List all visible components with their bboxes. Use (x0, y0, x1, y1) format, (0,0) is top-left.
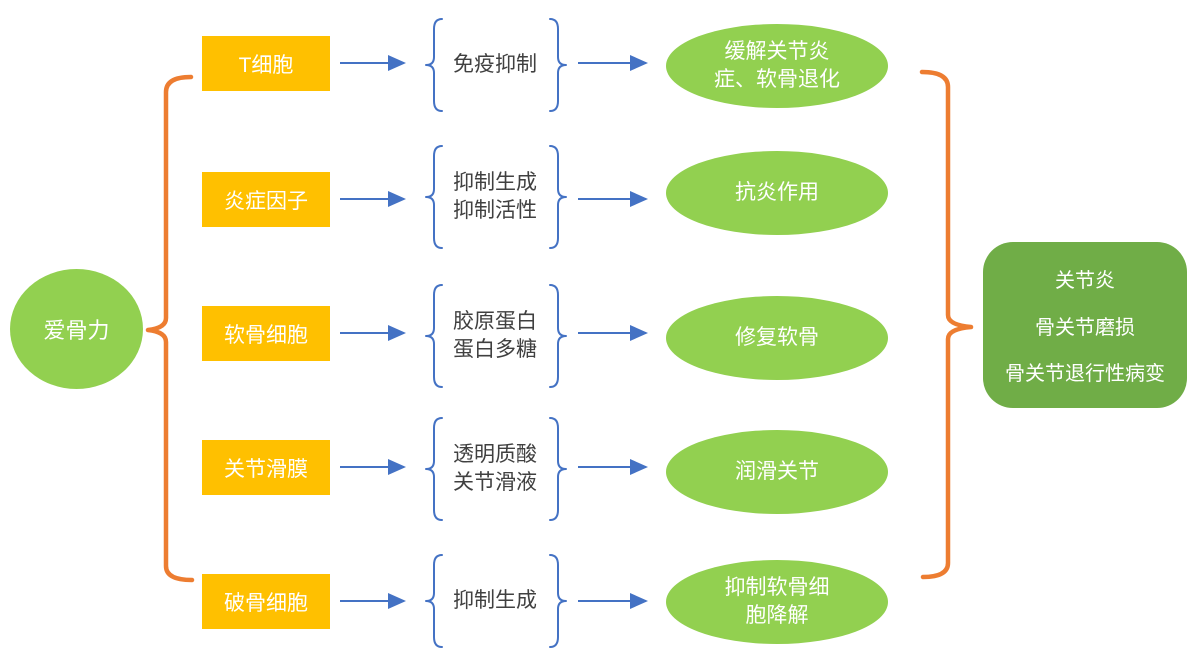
connector (425, 284, 443, 388)
result-line: 关节炎 (1055, 269, 1115, 292)
mechanism-line: 抑制生成 (453, 171, 537, 194)
effect-line: 缓解关节炎 (724, 40, 830, 63)
mechanism-line: 抑制活性 (453, 199, 537, 222)
connector (549, 417, 567, 521)
result-box: 关节炎 骨关节磨损 骨关节退行性病变 (983, 242, 1187, 408)
connector (549, 145, 567, 249)
mechanism-line: 蛋白多糖 (453, 338, 537, 361)
mechanism-line: 透明质酸 (453, 443, 537, 466)
result-line: 骨关节磨损 (1035, 316, 1135, 339)
root-node-circle: 爱骨力 (10, 269, 143, 389)
mechanism-line: 关节滑液 (453, 471, 537, 494)
mechanism-text: 抑制生成 抑制活性 (434, 169, 556, 225)
source-box: 关节滑膜 (202, 440, 330, 495)
connector (549, 554, 567, 648)
source-box: T细胞 (202, 36, 330, 91)
effect-ellipse: 缓解关节炎 症、软骨退化 (666, 24, 888, 108)
connector (549, 18, 567, 112)
connector (425, 417, 443, 521)
effect-ellipse: 抑制软骨细 胞降解 (666, 560, 888, 644)
effect-ellipse: 修复软骨 (666, 296, 888, 380)
mechanism-text: 免疫抑制 (434, 51, 556, 79)
effect-ellipse: 润滑关节 (666, 430, 888, 514)
effect-line: 润滑关节 (735, 460, 819, 483)
effect-line: 胞降解 (745, 604, 809, 627)
effect-ellipse: 抗炎作用 (666, 151, 888, 235)
source-label: 炎症因子 (224, 189, 308, 213)
effect-line: 抑制软骨细 (724, 576, 830, 599)
connector (425, 145, 443, 249)
result-line: 骨关节退行性病变 (1005, 363, 1165, 386)
effect-line: 修复软骨 (735, 326, 819, 349)
effect-line: 症、软骨退化 (714, 68, 840, 91)
source-label: 破骨细胞 (224, 591, 308, 615)
mechanism-line: 胶原蛋白 (453, 310, 537, 333)
mechanism-text: 胶原蛋白 蛋白多糖 (434, 308, 556, 364)
effect-line: 抗炎作用 (735, 181, 819, 204)
source-label: T细胞 (238, 53, 294, 77)
left-grouping-brace (145, 74, 195, 583)
connector (425, 554, 443, 648)
mechanism-text: 透明质酸 关节滑液 (434, 441, 556, 497)
mechanism-line: 免疫抑制 (453, 53, 537, 76)
connector (425, 18, 443, 112)
source-box: 软骨细胞 (202, 306, 330, 361)
source-box: 炎症因子 (202, 172, 330, 227)
mechanism-line: 抑制生成 (453, 589, 537, 612)
connector (549, 284, 567, 388)
root-node-label: 爱骨力 (43, 318, 110, 343)
source-label: 软骨细胞 (224, 323, 308, 347)
source-box: 破骨细胞 (202, 574, 330, 629)
right-grouping-brace (919, 69, 974, 580)
mechanism-text: 抑制生成 (434, 587, 556, 615)
source-label: 关节滑膜 (224, 457, 308, 481)
